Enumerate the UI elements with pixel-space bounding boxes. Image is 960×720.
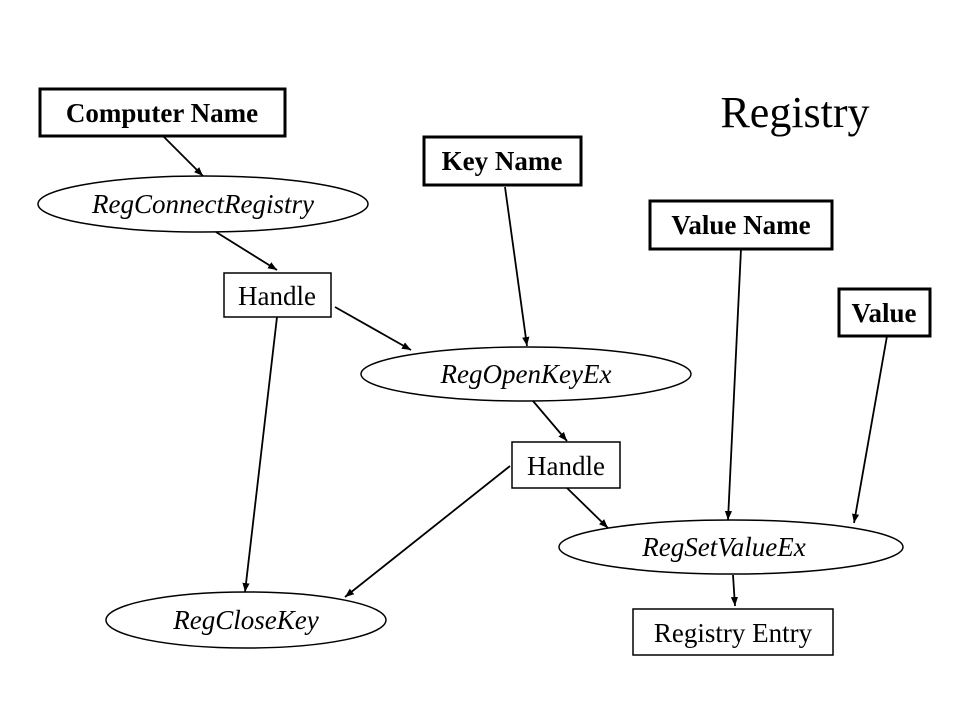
edge-regopenkeyex-to-handle	[532, 400, 568, 442]
edge-regsetvalueex-to-registry-entry	[730, 574, 739, 607]
edges	[162, 135, 888, 607]
regclosekey-node: RegCloseKey	[105, 591, 387, 649]
edge-handle-to-regsetvalueex	[566, 487, 609, 529]
regclosekey-label: RegCloseKey	[172, 605, 318, 635]
value-node: Value	[837, 287, 932, 338]
regsetvalueex-node: RegSetValueEx	[558, 519, 904, 575]
handle-node-1: Handle	[223, 272, 332, 318]
diagram-title: Registry	[720, 88, 869, 137]
regsetvalueex-label: RegSetValueEx	[641, 532, 805, 562]
registry-entry-node: Registry Entry	[632, 608, 834, 656]
edge-handle-to-regclosekey	[242, 316, 278, 593]
registry-entry-label: Registry Entry	[654, 618, 813, 648]
computer-name-label: Computer Name	[66, 98, 258, 128]
regopenkeyex-label: RegOpenKeyEx	[440, 359, 612, 389]
regconnectregistry-label: RegConnectRegistry	[91, 189, 314, 219]
edge-key-name-to-regopenkeyex	[504, 186, 530, 347]
edge-computer-name-to-regconnectregistry	[162, 135, 204, 177]
value-name-label: Value Name	[671, 210, 810, 240]
edge-value-name-to-regsetvalueex	[724, 248, 742, 521]
computer-name-node: Computer Name	[38, 87, 287, 138]
handle-label-2: Handle	[527, 451, 605, 481]
key-name-label: Key Name	[442, 146, 563, 176]
edge-handle-to-regopenkeyex	[334, 306, 412, 351]
edge-value-to-regsetvalueex	[852, 335, 888, 524]
edge-regconnectregistry-to-handle	[215, 231, 278, 271]
regopenkeyex-node: RegOpenKeyEx	[360, 346, 692, 402]
value-label: Value	[851, 298, 916, 328]
regconnectregistry-node: RegConnectRegistry	[37, 175, 369, 233]
key-name-node: Key Name	[422, 135, 583, 187]
value-name-node: Value Name	[648, 199, 834, 251]
handle-label-1: Handle	[238, 281, 316, 311]
handle-node-2: Handle	[511, 441, 621, 489]
edge-handle-to-regclosekey-2	[344, 465, 511, 598]
